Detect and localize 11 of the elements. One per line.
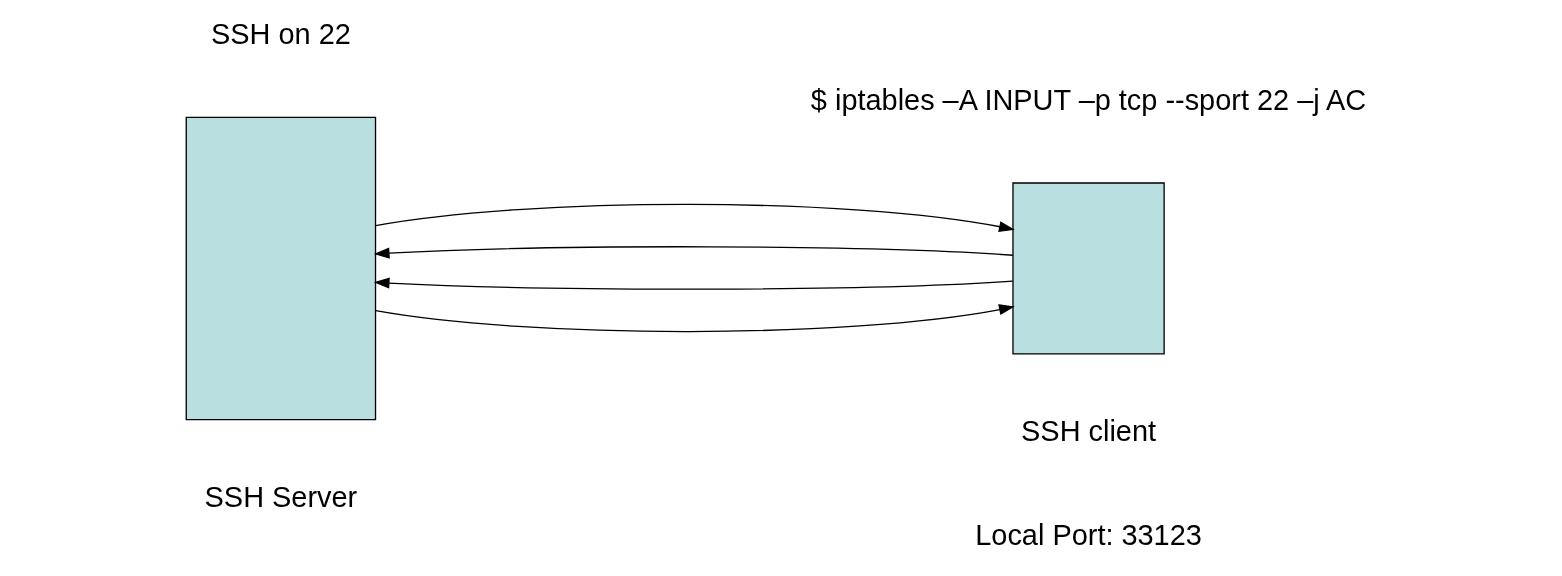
arrow	[375, 203, 1015, 233]
node-label: SSH client	[1021, 415, 1157, 448]
label: $ iptables –A INPUT –p tcp --sport 22 –j AC	[810, 84, 1367, 117]
arrow	[373, 246, 1014, 259]
arrow	[375, 304, 1015, 333]
node-label: Local Port: 33123	[975, 519, 1202, 552]
node-label: SSH Server	[204, 481, 358, 514]
node-box	[185, 116, 377, 421]
arrow	[373, 277, 1014, 290]
label: SSH on 22	[210, 18, 351, 51]
node-box	[1012, 182, 1165, 355]
